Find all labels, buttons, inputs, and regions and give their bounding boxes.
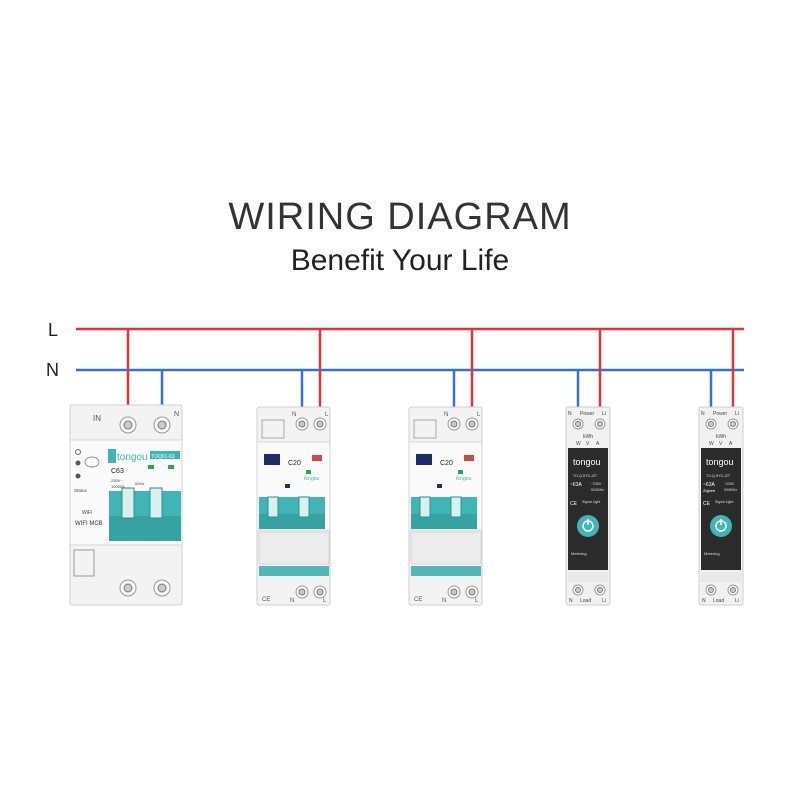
mcb-name-label: WIFI MCB	[75, 521, 103, 527]
meter1-freq: 50/60Hz	[591, 488, 604, 492]
rcbo1-top-n: N	[292, 412, 296, 418]
rcbo2-brand: tongou	[456, 476, 472, 482]
diagram-subtitle: Benefit Your Life	[290, 244, 510, 277]
meter2-voltage: ~230V	[724, 482, 735, 486]
meter2-bottom-n: N	[702, 598, 706, 604]
meter2-ce: CE	[703, 501, 711, 507]
mcb-button-icon	[84, 456, 100, 468]
meter1-signal: Signal Light	[582, 500, 600, 504]
neutral-bus-label: N	[46, 360, 59, 380]
mcb-led-icon	[75, 449, 81, 455]
rcbo2-bottom-n: N	[442, 598, 446, 604]
rcbo1-top-l: L	[325, 412, 329, 418]
rcbo2-rating: C20	[440, 460, 453, 467]
meter2-freq: 50/60Hz	[724, 488, 737, 492]
rcbo1-ce-mark: CE	[262, 597, 270, 603]
rcbo2-ce-mark: CE	[414, 597, 422, 603]
rcbo2-top-n: N	[444, 412, 448, 418]
meter1-a: A	[596, 441, 600, 447]
meter1-brand: tongou	[573, 457, 601, 467]
meter1-bottom-n: N	[569, 598, 573, 604]
mcb-spec-voltage: 230V~	[111, 478, 123, 483]
mcb-brand: tongou	[117, 452, 148, 463]
meter2-power-button-icon	[710, 515, 732, 537]
rcbo2-top-l: L	[477, 412, 481, 418]
meter2-sub: Zigbee	[703, 488, 716, 493]
mcb-status-label: Status	[74, 488, 88, 493]
meter1-kwh: kWh	[583, 434, 593, 440]
drop-wires	[126, 329, 735, 418]
rcbo2-device: N L C20 tongou CE N L	[408, 406, 483, 606]
mcb-spec-current: 10000A	[111, 484, 125, 489]
meter2-model: TO-Q-SYS-JZT	[706, 474, 731, 478]
rcbo1-brand: tongou	[304, 476, 320, 482]
mcb-model-tag: TOQ61-63	[151, 454, 175, 460]
meter1-model: TO-Q-SYS-JZT	[573, 474, 598, 478]
meter1-v: V	[586, 441, 590, 447]
rcbo1-bottom-l: L	[323, 598, 327, 604]
meter1-top-n: N	[568, 411, 572, 417]
meter2-kwh: kWh	[716, 434, 726, 440]
meter2-signal: Signal Light	[715, 500, 733, 504]
rcbo1-bottom-n: N	[290, 598, 294, 604]
mcb-rating: C63	[111, 468, 124, 475]
live-bus-label: L	[48, 320, 58, 340]
rcbo2-bottom-l: L	[475, 598, 479, 604]
meter2-device: N Power Li kWh W V A tongou TO-Q-SYS-JZT…	[698, 406, 744, 606]
wifi-mcb-device: IN N tongou TOQ61-63 C63 230V~ 10000A 50…	[69, 404, 183, 606]
meter2-metering: Metering	[704, 551, 720, 556]
meter2-top-n: N	[701, 411, 705, 417]
meter1-top-power: Power	[580, 411, 595, 417]
meter2-w: W	[709, 441, 714, 447]
rcbo1-rating: C20	[288, 460, 301, 467]
meter1-bottom-load: Load	[580, 598, 591, 604]
meter1-voltage: ~230V	[591, 482, 602, 486]
meter1-top-li: Li	[602, 411, 606, 417]
meter1-ce: CE	[570, 501, 578, 507]
diagram-title: WIRING DIAGRAM	[228, 196, 572, 238]
meter2-top-li: Li	[735, 411, 739, 417]
meter2-rating: ~63A	[703, 482, 715, 488]
meter1-rating: ~63A	[570, 482, 582, 488]
meter1-w: W	[576, 441, 581, 447]
meter2-bottom-li: Li	[735, 598, 739, 604]
meter2-top-power: Power	[713, 411, 728, 417]
meter1-metering: Metering	[571, 551, 587, 556]
rcbo1-device: N L C20 tongou CE N L	[256, 406, 331, 606]
mcb-in-label: IN	[93, 414, 101, 423]
meter2-v: V	[719, 441, 723, 447]
meter1-power-button-icon	[577, 515, 599, 537]
meter1-device: N Power Li kWh W V A tongou TO-Q-SYS-JZT…	[565, 406, 611, 606]
meter1-bottom-li: Li	[602, 598, 606, 604]
mcb-wifi-label: WiFi	[82, 510, 92, 516]
mcb-n-label: N	[174, 411, 179, 418]
meter2-brand: tongou	[706, 457, 734, 467]
meter2-bottom-load: Load	[713, 598, 724, 604]
mcb-spec-freq: 50Hz	[135, 481, 144, 486]
meter2-a: A	[729, 441, 733, 447]
